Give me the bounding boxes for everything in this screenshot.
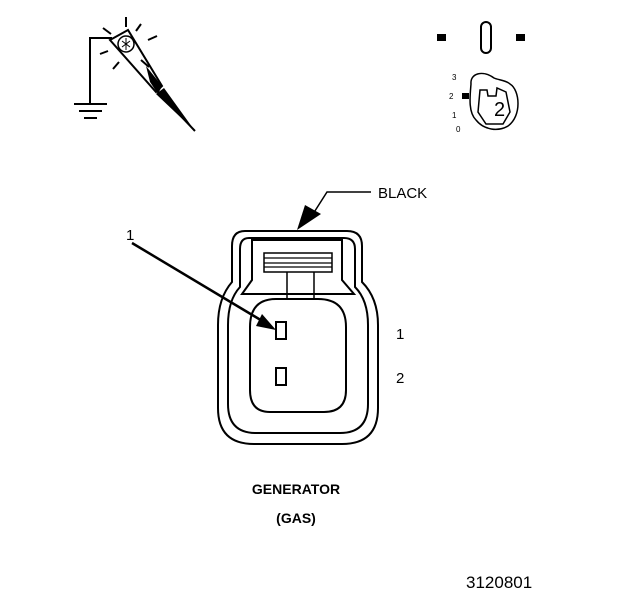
wire-color-leader — [297, 191, 371, 230]
key-position-indicator: 2 — [494, 99, 505, 121]
key-position-0: 0 — [456, 125, 461, 134]
pin-label-2: 2 — [396, 370, 404, 387]
test-light-probe-icon — [74, 17, 196, 132]
key-position-1: 1 — [452, 111, 457, 120]
ground-icon — [74, 37, 112, 119]
callout-leader — [131, 241, 276, 330]
terminal-2 — [275, 367, 287, 386]
ignition-key-icon — [437, 21, 525, 131]
callout-number: 1 — [126, 227, 134, 244]
connector-icon — [217, 230, 379, 445]
figure-number: 3120801 — [466, 573, 532, 592]
component-name: GENERATOR — [252, 481, 340, 497]
terminal-1 — [275, 321, 287, 340]
key-position-3: 3 — [452, 73, 457, 82]
component-variant: (GAS) — [276, 510, 316, 526]
key-position-2: 2 — [449, 92, 454, 101]
pin-label-1: 1 — [396, 326, 404, 343]
wire-color-label: BLACK — [378, 185, 427, 202]
